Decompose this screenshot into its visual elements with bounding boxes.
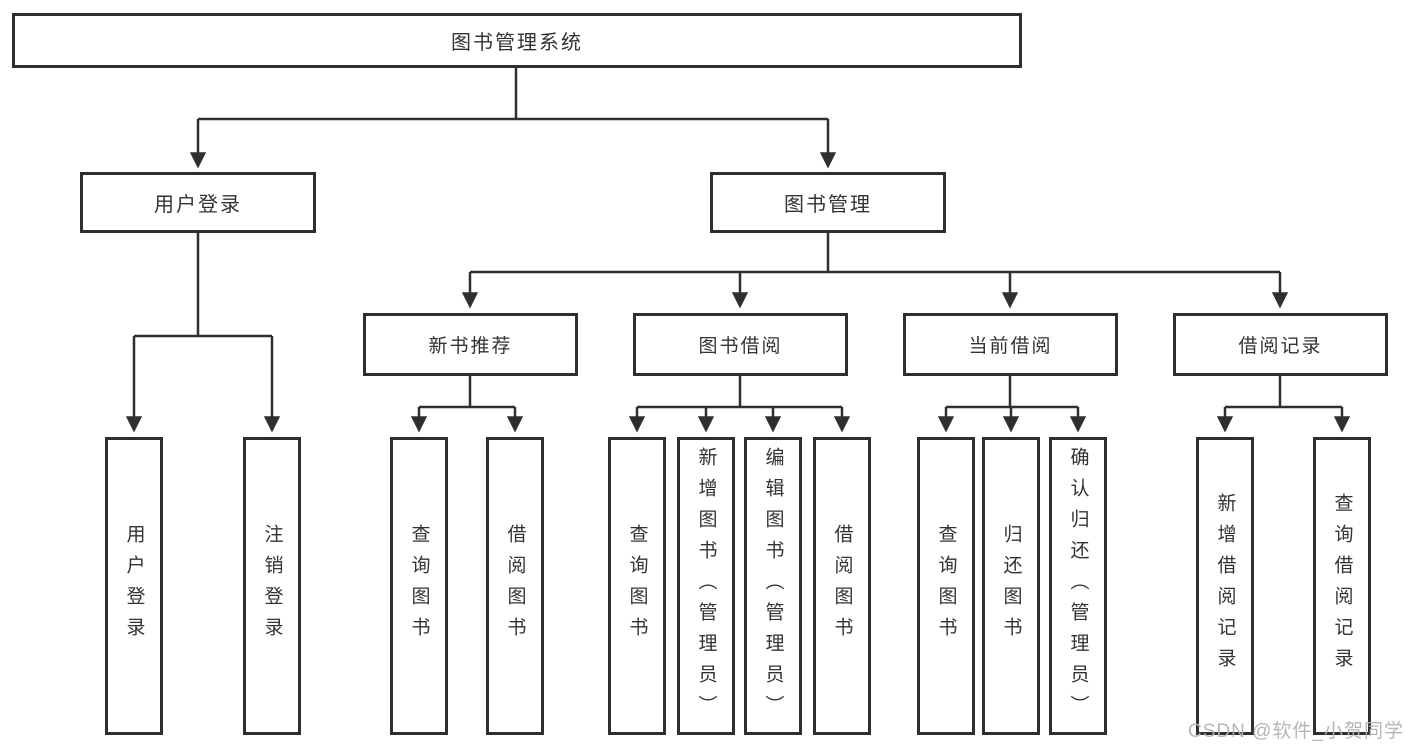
leaf-query-books-recommend: 查询图书	[390, 437, 448, 735]
node-borrowing-records: 借阅记录	[1173, 313, 1388, 376]
leaf-label: 注销登录	[261, 524, 283, 648]
leaf-label: 确认归还（管理员）	[1067, 446, 1089, 726]
leaf-query-books-borrow: 查询图书	[608, 437, 666, 735]
leaf-label: 借阅图书	[831, 524, 853, 648]
leaf-label: 查询图书	[408, 524, 430, 648]
leaf-label: 查询图书	[935, 524, 957, 648]
node-label: 用户登录	[154, 194, 242, 216]
leaf-label: 编辑图书（管理员）	[762, 446, 784, 726]
leaf-user-login: 用户登录	[105, 437, 163, 735]
leaf-edit-books-admin: 编辑图书（管理员）	[744, 437, 802, 735]
node-label: 图书管理	[784, 194, 872, 216]
leaf-label: 新增借阅记录	[1214, 493, 1236, 679]
node-current-borrowing: 当前借阅	[903, 313, 1118, 376]
leaf-query-books-current: 查询图书	[917, 437, 975, 735]
leaf-label: 查询借阅记录	[1331, 493, 1353, 679]
leaf-borrow-books-recommend: 借阅图书	[486, 437, 544, 735]
leaf-label: 查询图书	[626, 524, 648, 648]
node-label: 当前借阅	[968, 336, 1053, 357]
node-label: 图书借阅	[698, 336, 783, 357]
leaf-label: 借阅图书	[504, 524, 526, 648]
leaf-confirm-return-admin: 确认归还（管理员）	[1049, 437, 1107, 735]
csdn-watermark: CSDN @软件_小贺同学	[1188, 721, 1404, 742]
leaf-label: 归还图书	[1000, 524, 1022, 648]
leaf-add-borrow-record: 新增借阅记录	[1196, 437, 1254, 735]
leaf-query-borrow-record: 查询借阅记录	[1313, 437, 1371, 735]
leaf-label: 用户登录	[123, 524, 145, 648]
leaf-logout: 注销登录	[243, 437, 301, 735]
node-label: 图书管理系统	[451, 32, 583, 54]
leaf-add-books-admin: 新增图书（管理员）	[677, 437, 735, 735]
leaf-return-books: 归还图书	[982, 437, 1040, 735]
leaf-label: 新增图书（管理员）	[695, 446, 717, 726]
node-label: 借阅记录	[1238, 336, 1323, 357]
node-library-management-system: 图书管理系统	[12, 13, 1022, 68]
node-book-borrowing: 图书借阅	[633, 313, 848, 376]
node-label: 新书推荐	[428, 336, 513, 357]
node-new-book-recommendation: 新书推荐	[363, 313, 578, 376]
leaf-borrow-books: 借阅图书	[813, 437, 871, 735]
node-user-login: 用户登录	[80, 172, 316, 233]
node-book-management: 图书管理	[710, 172, 946, 233]
